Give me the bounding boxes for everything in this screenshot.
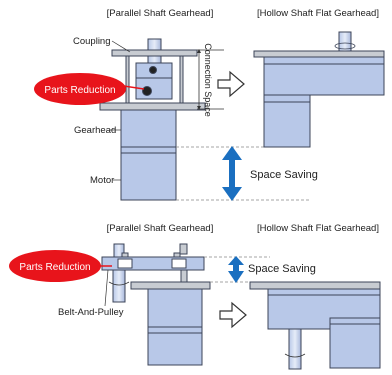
mounting-plate-right-bottom — [249, 281, 381, 290]
output-shaft-left — [112, 269, 126, 303]
bottom-left-assembly — [101, 243, 211, 366]
coupling-label: Coupling — [73, 36, 111, 47]
spacer-rod — [125, 55, 130, 104]
parts-reduction-badge-top: Parts Reduction — [34, 73, 145, 105]
parts-reduction-text-bottom: Parts Reduction — [19, 262, 90, 273]
coupling-screw-top — [149, 66, 157, 74]
hollow-shaft-bottom — [288, 328, 302, 370]
gearhead-body-bottom — [147, 288, 203, 328]
motor-body — [120, 146, 177, 201]
space-saving-text-top: Space Saving — [250, 169, 318, 181]
bottom-left-title: [Parallel Shaft Gearhead] — [107, 223, 214, 234]
connection-space-label: Connection Space — [203, 43, 213, 117]
top-left-title: [Parallel Shaft Gearhead] — [107, 8, 214, 19]
belt-pulley-leader — [104, 269, 109, 307]
flat-motor-body — [263, 94, 311, 148]
coupling-leader — [111, 40, 131, 53]
belt-pulley-label: Belt-And-Pulley — [58, 307, 124, 318]
top-right-title: [Hollow Shaft Flat Gearhead] — [257, 8, 379, 19]
belt-pulley — [101, 256, 205, 271]
space-saving-arrow-bottom — [228, 256, 244, 283]
gearhead-body — [120, 109, 177, 148]
spacer-rod — [179, 55, 184, 104]
transition-arrow-bottom — [219, 301, 247, 329]
connection-space-dimension — [197, 49, 224, 110]
space-saving-text-bottom: Space Saving — [248, 263, 316, 275]
parts-reduction-badge-bottom: Parts Reduction — [9, 250, 112, 282]
rotation-mark-right — [284, 353, 306, 358]
coupling-screw-bottom — [142, 86, 152, 96]
flat-motor-body-bottom — [329, 317, 381, 369]
space-saving-arrow-top — [222, 146, 242, 201]
gearhead-mounting-plate — [99, 102, 206, 111]
rotation-mark-left — [108, 281, 130, 286]
parts-reduction-text-top: Parts Reduction — [44, 85, 115, 96]
gearhead-label: Gearhead — [74, 125, 116, 136]
flat-gearhead-body — [263, 56, 385, 96]
bottom-right-assembly — [249, 281, 381, 370]
transition-arrow-top — [217, 70, 245, 98]
mounting-plate-right — [253, 50, 385, 58]
gearhead-plate-bottom — [130, 281, 211, 290]
top-mounting-plate — [111, 49, 198, 57]
motor-label: Motor — [90, 175, 114, 186]
bottom-right-title: [Hollow Shaft Flat Gearhead] — [257, 223, 379, 234]
top-left-assembly — [99, 38, 206, 201]
top-right-assembly — [253, 31, 385, 148]
